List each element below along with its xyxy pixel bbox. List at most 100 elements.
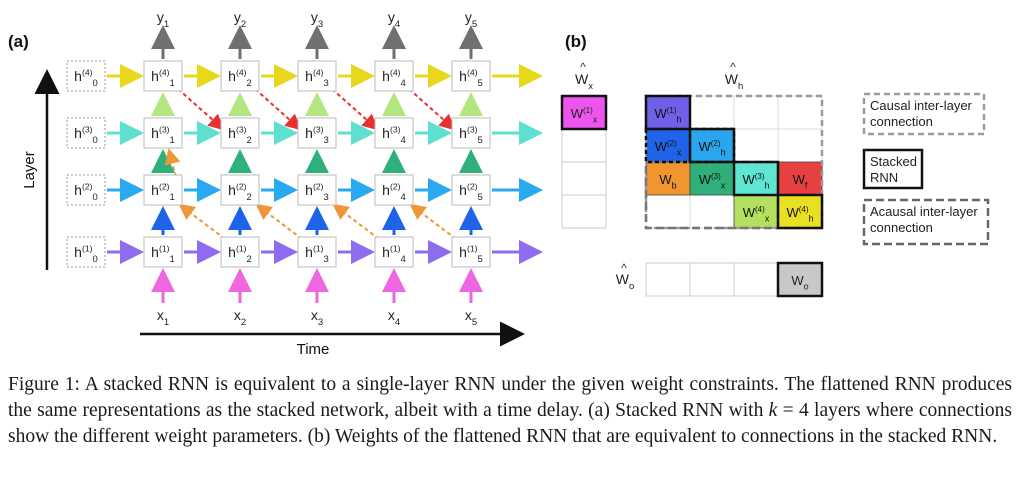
hidden-state-label: h(3)3 — [305, 125, 329, 146]
hidden-state-label: h(4)5 — [459, 68, 483, 89]
input-label: x3 — [311, 307, 323, 328]
hidden-state-node — [143, 60, 183, 92]
hidden-state-node — [297, 174, 337, 206]
wx-block — [560, 94, 608, 131]
hidden-state-label: h(1)5 — [459, 244, 483, 265]
hidden-state-label: h(3)5 — [459, 125, 483, 146]
legend-line2: RNN — [870, 170, 898, 185]
hidden-state-node — [143, 174, 183, 206]
wo-block — [776, 261, 824, 298]
wh-block-label: W(4)h — [786, 205, 813, 223]
wh-cell — [733, 95, 779, 130]
wh-cell — [733, 128, 779, 163]
output-label: y2 — [234, 9, 246, 30]
wo-cell — [645, 262, 691, 297]
wh-cell — [777, 95, 823, 130]
stacked-outline — [732, 160, 780, 197]
hidden-state-label: h(1)2 — [228, 244, 252, 265]
hidden-state-node — [374, 174, 414, 206]
hidden-state-node — [66, 117, 106, 149]
input-label: x1 — [157, 307, 169, 328]
hidden-state-label: h(4)0 — [74, 68, 98, 89]
hidden-state-node — [220, 236, 260, 268]
wx-hat: ^ — [580, 60, 586, 74]
hidden-state-label: h(4)3 — [305, 68, 329, 89]
hidden-state-label: h(4)1 — [151, 68, 175, 89]
legend-box — [862, 92, 986, 136]
caption-text-2: layers where connections show the differ… — [8, 400, 1013, 447]
hidden-state-label: h(1)4 — [382, 244, 406, 265]
wh-block — [733, 161, 779, 196]
figure-canvas: (a) (b) Layer Time y1x1y2x2y3x3y4x4y5x5h… — [8, 9, 990, 358]
input-label: x5 — [465, 307, 477, 328]
wh-cell — [689, 194, 735, 229]
causal-arrow — [331, 88, 379, 131]
hidden-state-label: h(3)1 — [151, 125, 175, 146]
wh-block-label: W(2)x — [655, 139, 682, 157]
hidden-state-node — [374, 117, 414, 149]
wh-block-label: Wb — [659, 172, 676, 190]
hidden-state-label: h(3)2 — [228, 125, 252, 146]
wx-block-label: W(1)x — [571, 106, 598, 124]
caption-math-k: k — [768, 400, 778, 421]
causal-arrow — [254, 88, 302, 131]
hidden-state-node — [143, 236, 183, 268]
wh-header: Wh — [725, 71, 744, 92]
caption-math-rest: = 4 — [777, 400, 809, 421]
output-label: y3 — [311, 9, 323, 30]
hidden-state-node — [297, 60, 337, 92]
hidden-state-label: h(3)0 — [74, 125, 98, 146]
layer-axis-label: Layer — [21, 151, 38, 189]
hidden-state-node — [220, 60, 260, 92]
acausal-arrow — [409, 203, 457, 240]
hidden-state-label: h(1)0 — [74, 244, 98, 265]
wh-block — [645, 95, 691, 130]
hidden-state-node — [143, 117, 183, 149]
wh-block — [733, 194, 779, 229]
output-label: y4 — [388, 9, 401, 30]
input-label: x2 — [234, 307, 246, 328]
time-axis-label: Time — [297, 341, 330, 358]
wo-hat: ^ — [621, 261, 627, 275]
legend-box — [862, 198, 990, 246]
hidden-state-node — [220, 117, 260, 149]
legend-line2: connection — [870, 220, 933, 235]
hidden-state-label: h(2)5 — [459, 182, 483, 203]
wo-cell — [733, 262, 779, 297]
hidden-state-node — [297, 236, 337, 268]
wh-hat: ^ — [730, 60, 736, 74]
panel-a-label: (a) — [8, 32, 29, 51]
wx-cell — [561, 161, 607, 196]
wh-block-label: W(4)x — [743, 205, 770, 223]
input-label: x4 — [388, 307, 401, 328]
wh-block-label: W(3)x — [699, 172, 726, 190]
hidden-state-label: h(2)3 — [305, 182, 329, 203]
legend-line1: Causal inter-layer — [870, 98, 973, 113]
acausal-arrow — [178, 203, 226, 240]
legend-line1: Stacked — [870, 154, 917, 169]
wh-block-label: W(1)h — [654, 106, 681, 124]
hidden-state-node — [451, 174, 491, 206]
hidden-state-node — [374, 236, 414, 268]
wo-cell — [689, 262, 735, 297]
hidden-state-node — [66, 174, 106, 206]
panel-b-label: (b) — [565, 32, 587, 51]
wh-block-label: W(3)h — [742, 172, 769, 190]
hidden-state-node — [451, 236, 491, 268]
hidden-state-node — [451, 117, 491, 149]
hidden-state-label: h(4)2 — [228, 68, 252, 89]
hidden-state-label: h(1)3 — [305, 244, 329, 265]
stacked-outline — [644, 127, 736, 164]
hidden-state-node — [220, 174, 260, 206]
legend-line2: connection — [870, 114, 933, 129]
hidden-state-node — [297, 117, 337, 149]
output-label: y5 — [465, 9, 477, 30]
acausal-arrow — [332, 203, 380, 240]
wx-cell — [561, 194, 607, 229]
acausal-arrow — [164, 148, 181, 178]
hidden-state-label: h(2)1 — [151, 182, 175, 203]
wh-block-label: Wf — [793, 172, 808, 190]
wo-header: Wo — [616, 271, 635, 292]
wx-header: Wx — [575, 71, 593, 92]
hidden-state-node — [66, 60, 106, 92]
